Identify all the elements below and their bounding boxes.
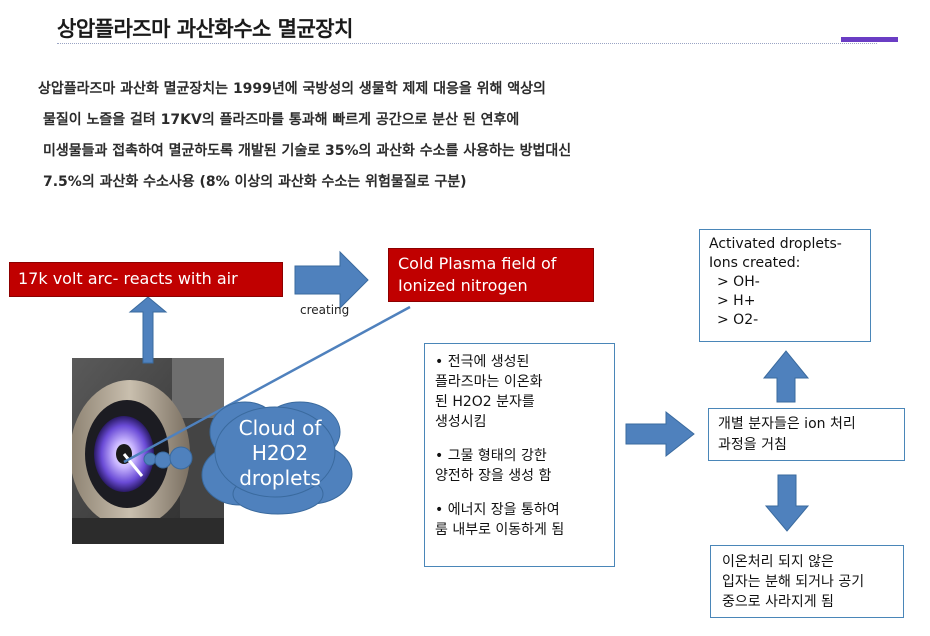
ion-line-1: 개별 분자들은 ion 처리 — [718, 416, 856, 432]
intro-line-1: 상압플라즈마 과산화 멸균장치는 1999년에 국방성의 생물학 제제 대응을 … — [38, 81, 546, 97]
bullet-3-line-1: • 에너지 장을 통하여 — [435, 502, 560, 518]
cloud-shape — [143, 401, 353, 515]
creating-label: creating — [300, 303, 350, 317]
intro-paragraph: 상압플라즈마 과산화 멸균장치는 1999년에 국방성의 생물학 제제 대응을 … — [38, 74, 898, 198]
arrow-up-arc — [128, 296, 168, 364]
title-underline — [57, 43, 877, 45]
arrow-down-final — [764, 474, 810, 532]
cloud-line-2: H2O2 — [251, 441, 309, 465]
plasma-line-2: Ionized nitrogen — [398, 276, 528, 295]
ion-item-h: > H+ — [717, 293, 756, 309]
plasma-box: Cold Plasma field of Ionized nitrogen — [388, 248, 594, 302]
ion-item-oh: > OH- — [717, 274, 760, 290]
plasma-pointer-line — [123, 305, 411, 464]
bullet-3-line-2: 룸 내부로 이동하게 됨 — [435, 522, 565, 538]
cloud-line-1: Cloud of — [238, 416, 322, 440]
activated-line-2: Ions created: — [709, 255, 801, 271]
bullet-3: • 에너지 장을 통하여 룸 내부로 이동하게 됨 — [435, 500, 604, 540]
final-line-1: 이온처리 되지 않은 — [722, 554, 834, 570]
arrow-right-creating — [294, 250, 369, 310]
bullet-2: • 그물 형태의 강한 양전하 장을 생성 함 — [435, 446, 604, 486]
ion-item-o2: > O2- — [717, 312, 759, 328]
bullet-1-line-4: 생성시킴 — [435, 414, 487, 430]
arrow-right-ion — [625, 410, 695, 458]
process-bullets-box: • 전극에 생성된 플라즈마는 이온화 된 H2O2 분자를 생성시킴 • 그물… — [424, 343, 615, 567]
bullet-1-line-3: 된 H2O2 분자를 — [435, 394, 535, 410]
unionized-particles-box: 이온처리 되지 않은 입자는 분해 되거나 공기 중으로 사라지게 됨 — [710, 545, 904, 618]
plasma-device-photo — [72, 358, 224, 544]
arc-box: 17k volt arc- reacts with air — [9, 262, 283, 297]
bullet-1: • 전극에 생성된 플라즈마는 이온화 된 H2O2 분자를 생성시킴 — [435, 352, 604, 432]
page-title: 상압플라즈마 과산화수소 멸균장치 — [57, 17, 353, 41]
accent-bar — [841, 37, 898, 42]
plasma-line-1: Cold Plasma field of — [398, 254, 557, 273]
intro-line-4: 7.5%의 과산화 수소사용 (8% 이상의 과산화 수소는 위험물질로 구분) — [43, 174, 467, 190]
activated-droplets-box: Activated droplets- Ions created: > OH- … — [699, 229, 871, 342]
bullet-2-line-2: 양전하 장을 생성 함 — [435, 468, 552, 484]
final-line-2: 입자는 분해 되거나 공기 — [722, 574, 865, 590]
intro-line-2: 물질이 노즐을 걸텨 17KV의 플라즈마를 통과해 빠르게 공간으로 분산 된… — [43, 112, 520, 128]
arc-label: 17k volt arc- reacts with air — [18, 269, 238, 288]
bullet-2-line-1: • 그물 형태의 강한 — [435, 448, 547, 464]
cloud-label: Cloud of H2O2 droplets — [220, 416, 340, 491]
bullet-1-line-2: 플라즈마는 이온화 — [435, 374, 543, 390]
ion-line-2: 과정을 거침 — [718, 437, 787, 453]
ion-process-box: 개별 분자들은 ion 처리 과정을 거침 — [708, 408, 905, 461]
arrow-up-droplets — [762, 350, 810, 403]
bullet-1-line-1: • 전극에 생성된 — [435, 354, 530, 370]
intro-line-3: 미생물들과 접촉하여 멸균하도록 개발된 기술로 35%의 과산화 수소를 사용… — [43, 143, 572, 159]
final-line-3: 중으로 사라지게 됨 — [722, 594, 834, 610]
activated-line-1: Activated droplets- — [709, 236, 842, 252]
cloud-line-3: droplets — [239, 466, 321, 490]
